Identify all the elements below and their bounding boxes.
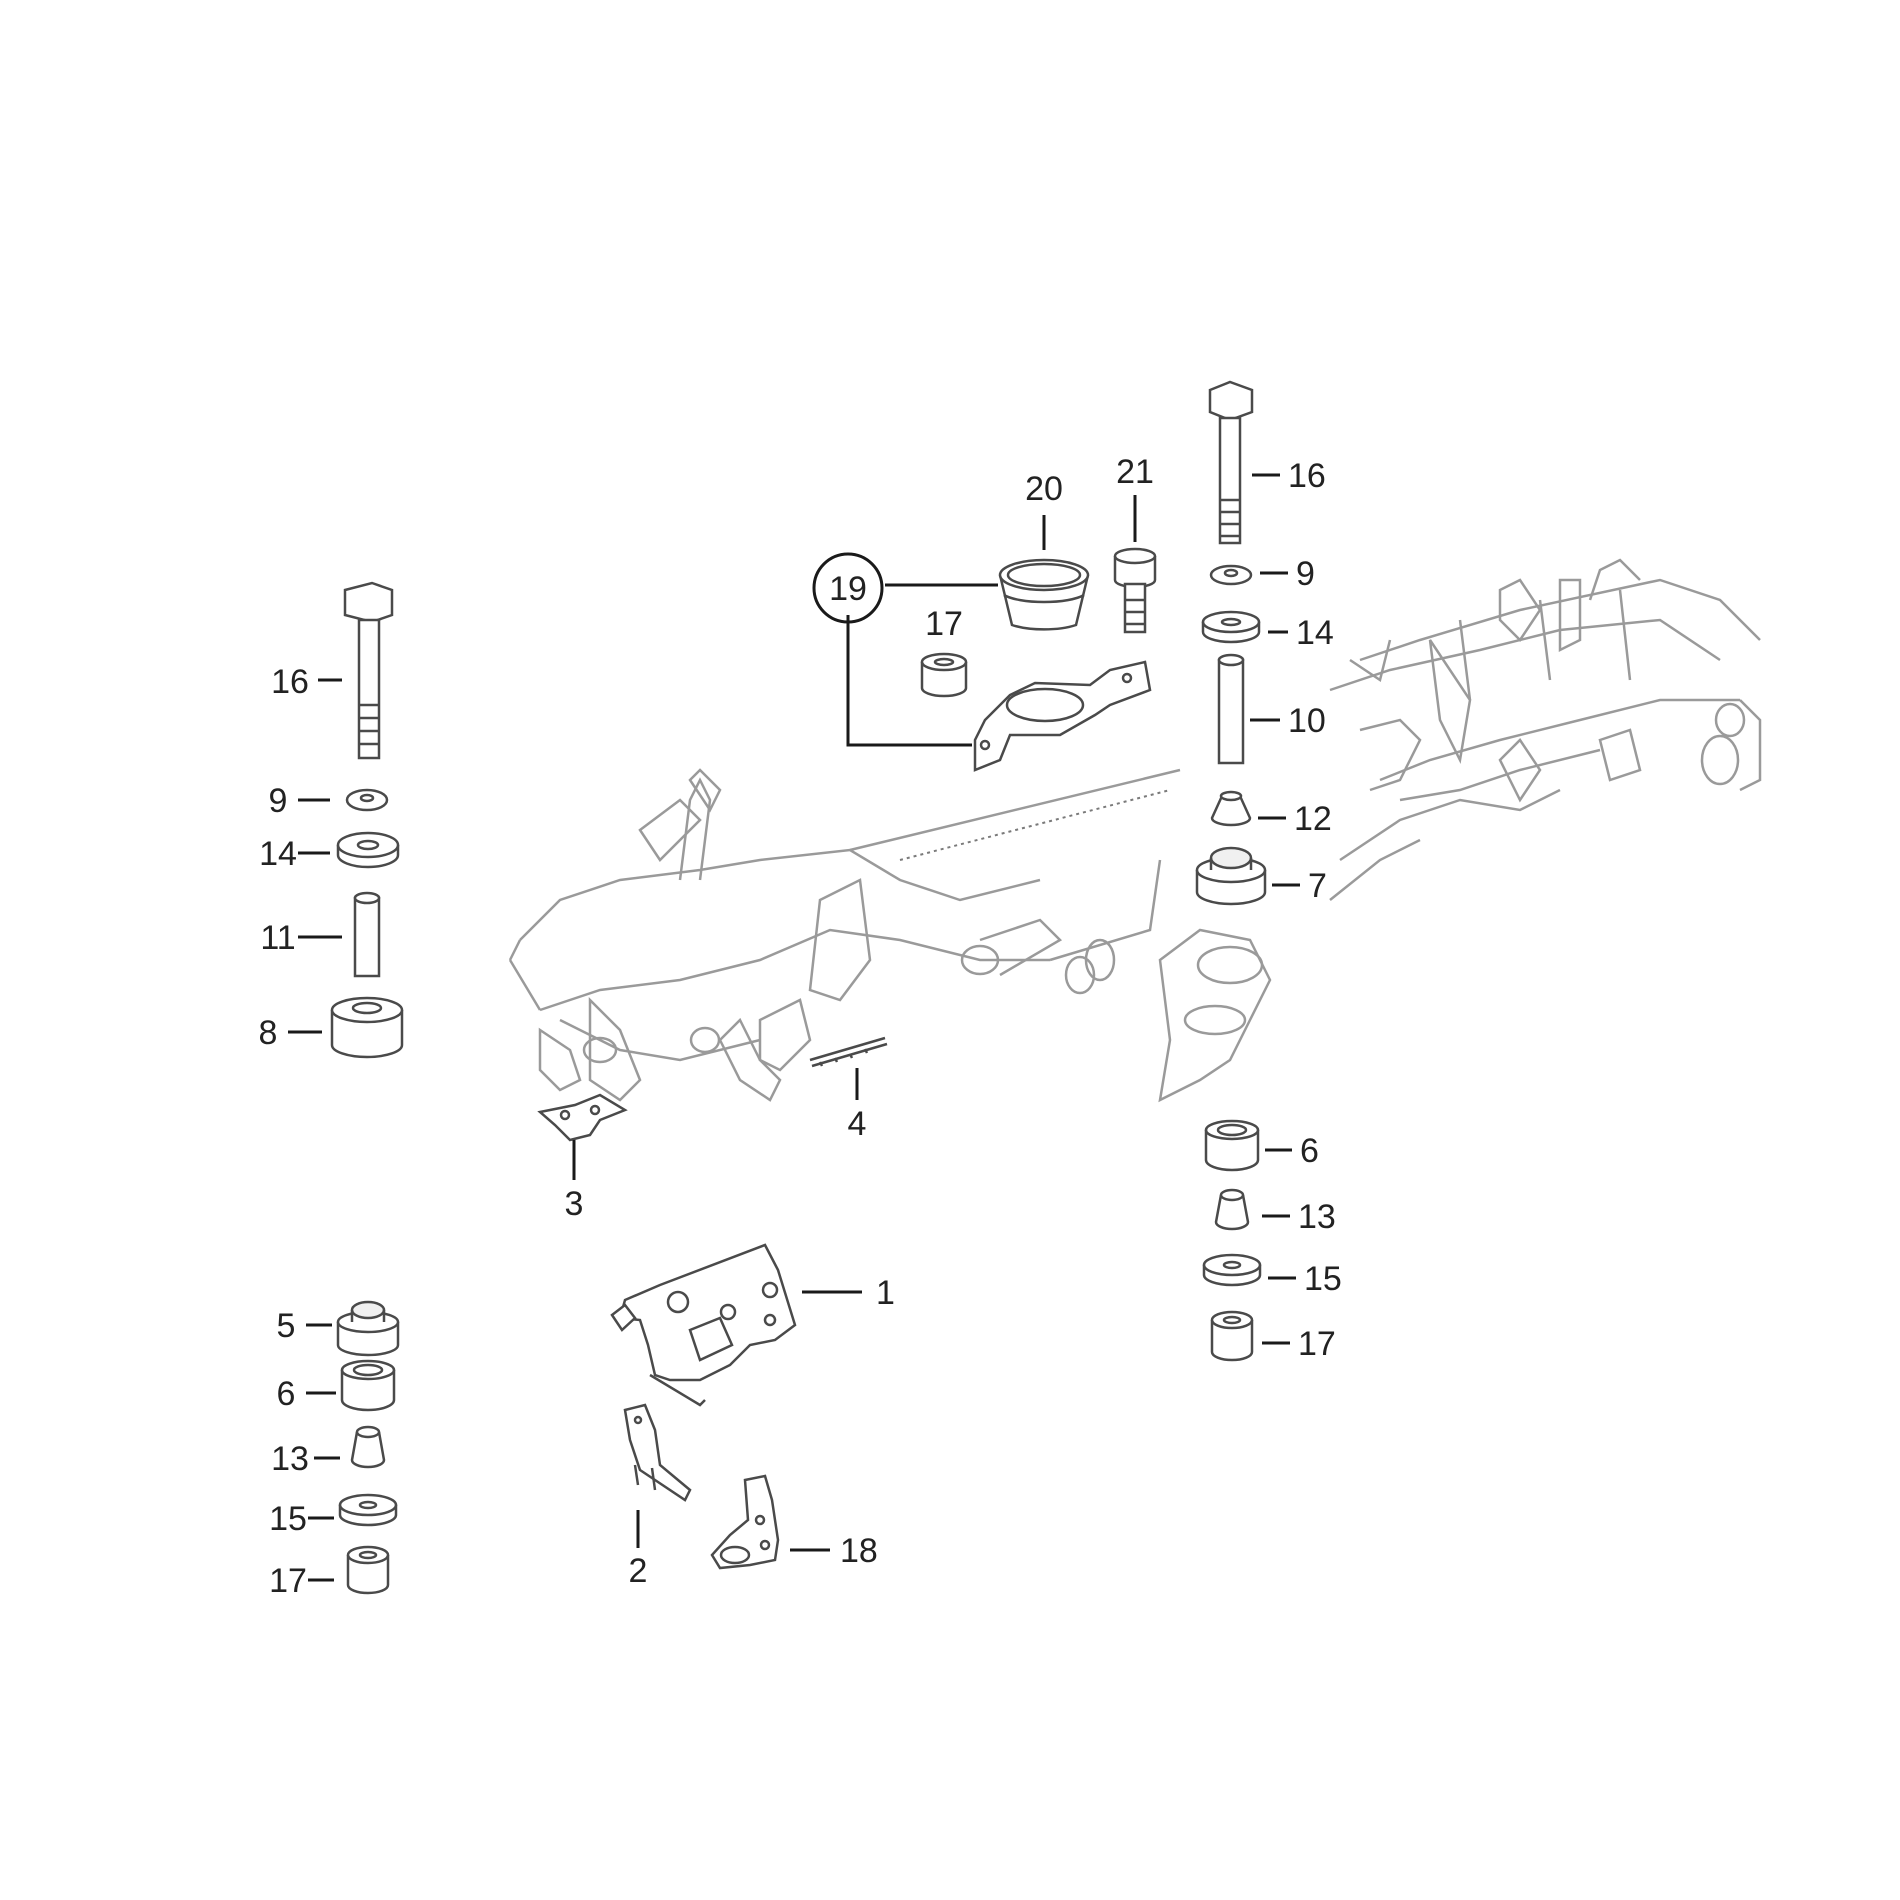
- part-8-bushing: [330, 996, 404, 1059]
- callout-16-right: 16: [1288, 457, 1326, 495]
- callout-19-circle: [812, 552, 884, 624]
- callout-1: 1: [876, 1274, 895, 1312]
- part-11-sleeve: [353, 891, 381, 978]
- part-1-plate: [610, 1243, 797, 1407]
- part-21-bolt: [1113, 547, 1157, 634]
- callout-21: 21: [1116, 453, 1154, 491]
- callout-14-right: 14: [1296, 614, 1334, 652]
- callout-9-left: 9: [269, 782, 288, 820]
- part-3-bracket: [537, 1093, 628, 1142]
- part-13-mount-left: [350, 1425, 386, 1469]
- callout-5: 5: [277, 1307, 296, 1345]
- callout-18: 18: [840, 1532, 878, 1570]
- callout-11: 11: [260, 919, 295, 957]
- callout-7: 7: [1308, 867, 1327, 905]
- vehicle-frame: [508, 558, 1762, 1103]
- callout-4: 4: [848, 1105, 867, 1143]
- part-16-bolt-left: [343, 581, 394, 760]
- part-17-nut-top: [920, 652, 968, 698]
- callout-10: 10: [1288, 702, 1326, 740]
- part-15-washer-right: [1202, 1253, 1262, 1287]
- callout-labels: 16 9 14 11 8 5 6 13 15 17 3 4 1 2 18 19 …: [259, 453, 1342, 1600]
- part-9-washer-right: [1209, 564, 1253, 586]
- part-13-mount-right: [1214, 1188, 1250, 1231]
- callout-19: 19: [829, 570, 867, 608]
- callout-3: 3: [565, 1185, 584, 1223]
- part-15-washer-left: [338, 1493, 398, 1527]
- part-16-bolt-right: [1208, 380, 1254, 545]
- part-10-sleeve: [1217, 653, 1245, 765]
- part-12-mount: [1210, 790, 1252, 827]
- part-7-mount: [1195, 846, 1267, 906]
- part-17-nut-right: [1210, 1310, 1254, 1362]
- callout-9-right: 9: [1296, 555, 1315, 593]
- callout-13-right: 13: [1298, 1198, 1336, 1236]
- callout-2: 2: [629, 1552, 648, 1590]
- callout-6-left: 6: [277, 1375, 296, 1413]
- part-14-washer-left: [336, 831, 400, 869]
- callout-16-left: 16: [271, 663, 309, 701]
- callout-15-right: 15: [1304, 1260, 1342, 1298]
- part-17-nut-left: [346, 1545, 390, 1595]
- callout-6-right: 6: [1300, 1132, 1319, 1170]
- leader-lines: [288, 473, 1300, 1582]
- part-18-bracket: [710, 1474, 780, 1570]
- callout-14-left: 14: [259, 835, 297, 873]
- part-6-mount-left: [340, 1359, 396, 1412]
- callout-8: 8: [259, 1014, 278, 1052]
- callout-17-left: 17: [269, 1562, 307, 1600]
- part-20-cup: [998, 558, 1090, 631]
- callout-17-right: 17: [1298, 1325, 1336, 1363]
- part-5-mount: [336, 1300, 400, 1357]
- part-19-bracket: [973, 660, 1152, 772]
- part-14-washer-right: [1201, 610, 1261, 644]
- part-2-bracket: [623, 1403, 692, 1502]
- part-4-rod: [809, 1036, 888, 1068]
- callout-15-left: 15: [269, 1500, 307, 1538]
- part-9-washer-left: [345, 788, 389, 812]
- callout-17-top: 17: [925, 605, 963, 643]
- callout-20: 20: [1025, 470, 1063, 508]
- callout-13-left: 13: [271, 1440, 309, 1478]
- callout-12: 12: [1294, 800, 1332, 838]
- part-6-mount-right: [1204, 1119, 1260, 1172]
